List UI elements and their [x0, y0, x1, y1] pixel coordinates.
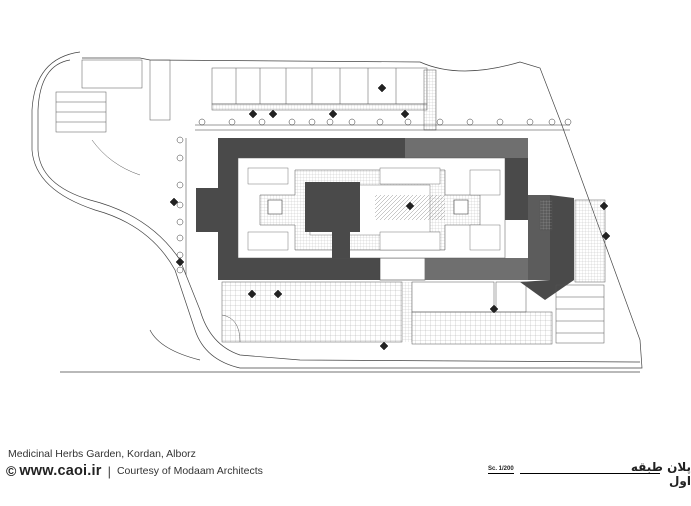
- vertical-grid-markers: [176, 136, 187, 275]
- drawing-title-persian: پلان طبقه اول: [630, 460, 691, 488]
- level-markers: [169, 83, 611, 351]
- scale-label: Sc. 1/200: [488, 466, 514, 474]
- credits-row: © www.caoi.ir | Courtesy of Modaam Archi…: [6, 462, 263, 480]
- dimension-line: [195, 118, 572, 131]
- site-boundary: [31, 51, 643, 373]
- copyright-icon: ©: [6, 463, 17, 479]
- main-building: [196, 138, 574, 300]
- paved-plaza: [221, 281, 412, 343]
- courtesy-text: Courtesy of Modaam Architects: [116, 465, 263, 477]
- website-link[interactable]: www.caoi.ir: [19, 463, 102, 479]
- bottom-right-rooms: [411, 199, 606, 345]
- scale-underline: [520, 473, 660, 474]
- top-parking: [211, 67, 437, 131]
- left-structures: [55, 59, 171, 176]
- drawing-caption-title: Medicinal Herbs Garden, Kordan, Alborz: [8, 448, 196, 460]
- separator: |: [107, 463, 111, 479]
